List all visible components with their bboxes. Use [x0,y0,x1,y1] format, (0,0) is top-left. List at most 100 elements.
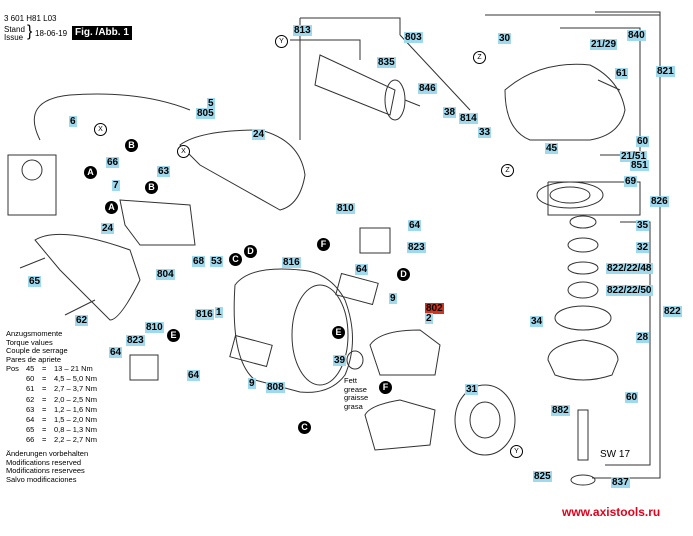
part-label-9-left[interactable]: 9 [248,378,256,389]
connector-z-gear: Z [473,51,486,64]
watermark-url[interactable]: www.axistools.ru [562,505,661,519]
part-label-808[interactable]: 808 [266,382,285,393]
part-label-835[interactable]: 835 [377,57,396,68]
armature [314,54,421,121]
part-label-2[interactable]: 2 [425,313,433,324]
part-label-846[interactable]: 846 [418,83,437,94]
part-label-33[interactable]: 33 [478,127,492,138]
part-label-68[interactable]: 68 [192,256,206,267]
torque-title-es: Pares de apriete [6,354,62,364]
connector-c-coil: C [298,421,311,434]
field-coil-lower [364,399,436,451]
switch [119,199,196,246]
torque-row: 65=0,8 – 1,3 Nm [26,425,97,435]
cover-823-top [359,227,391,254]
connector-d-coil: D [397,268,410,281]
part-label-802[interactable]: 802 [425,303,444,314]
torque-row: 60=4,5 – 5,0 Nm [26,374,97,384]
part-label-814[interactable]: 814 [459,113,478,124]
part-label-821[interactable]: 821 [656,66,675,77]
part-label-63[interactable]: 63 [157,166,171,177]
torque-table: Anzugsmomente Torque values Couple de se… [6,329,97,446]
part-label-64-left[interactable]: 64 [109,347,123,358]
part-label-826[interactable]: 826 [650,196,669,207]
part-label-64-bottom[interactable]: 64 [187,370,201,381]
part-label-34[interactable]: 34 [530,316,544,327]
cover-823-left [129,354,159,381]
connector-z-bearing: Z [501,164,514,177]
part-label-5[interactable]: 5 [207,98,215,109]
part-label-805[interactable]: 805 [196,108,215,119]
part-label-810-left[interactable]: 810 [145,322,164,333]
torque-title-en: Torque values [6,337,53,347]
brush-schematic [7,154,57,216]
part-label-822-22-48[interactable]: 822/22/48 [606,263,653,274]
connector-f-top: F [317,238,330,251]
bearing-flange [547,339,619,381]
part-label-822[interactable]: 822 [663,306,682,317]
part-label-21-51[interactable]: 21/51 [620,151,648,162]
part-label-62[interactable]: 62 [75,315,89,326]
part-label-38[interactable]: 38 [443,107,457,118]
part-label-45[interactable]: 45 [545,143,559,154]
housing-opening [291,284,349,386]
motor-housing [233,268,353,393]
stand-label: Stand [4,25,25,34]
part-label-61[interactable]: 61 [615,68,629,79]
part-label-65[interactable]: 65 [28,276,42,287]
issue-date: 18-06-19 [35,29,68,38]
part-label-813[interactable]: 813 [293,25,312,36]
connector-b-cable: B [125,139,138,152]
part-label-9-right[interactable]: 9 [389,293,397,304]
part-label-7[interactable]: 7 [112,180,120,191]
part-label-53[interactable]: 53 [210,256,224,267]
part-label-60-top[interactable]: 60 [636,136,650,147]
part-label-825[interactable]: 825 [533,471,552,482]
part-label-64-top[interactable]: 64 [408,220,422,231]
handle-top [179,129,306,211]
part-label-24-top[interactable]: 24 [252,129,266,140]
part-label-804[interactable]: 804 [156,269,175,280]
part-label-64-mid[interactable]: 64 [355,264,369,275]
part-label-28[interactable]: 28 [636,332,650,343]
torque-title-fr: Couple de serrage [6,346,68,355]
part-label-31[interactable]: 31 [465,384,479,395]
part-label-851[interactable]: 851 [630,160,649,171]
part-label-66[interactable]: 66 [106,157,120,168]
bevel-gear [536,181,604,209]
part-label-21-29[interactable]: 21/29 [590,39,618,50]
part-label-810-top[interactable]: 810 [336,203,355,214]
spindle [577,409,589,461]
connector-d-switch: D [244,245,257,258]
connector-a-cable: A [84,166,97,179]
part-label-816-left[interactable]: 816 [195,309,214,320]
bracket-822 [605,221,651,466]
part-label-35[interactable]: 35 [636,220,650,231]
part-label-822-22-50[interactable]: 822/22/50 [606,285,653,296]
part-label-803[interactable]: 803 [404,32,423,43]
issue-label: Issue [4,33,24,42]
part-label-39[interactable]: 39 [333,355,347,366]
part-label-823-top[interactable]: 823 [407,242,426,253]
part-label-60-bottom[interactable]: 60 [625,392,639,403]
brace: } [27,23,33,40]
part-label-69[interactable]: 69 [624,176,638,187]
power-cable [33,93,191,141]
part-label-882[interactable]: 882 [551,405,570,416]
gear-housing [504,63,626,141]
connector-b-switch: B [145,181,158,194]
document-number: 3 601 H81 L03 [4,14,57,23]
part-label-32[interactable]: 32 [636,242,650,253]
rear-cover [454,384,516,456]
part-label-30[interactable]: 30 [498,33,512,44]
part-label-24-side[interactable]: 24 [101,223,115,234]
part-label-823-left[interactable]: 823 [126,335,145,346]
part-label-816-top[interactable]: 816 [282,257,301,268]
connector-y-top: Y [275,35,288,48]
part-label-837[interactable]: 837 [611,477,630,488]
part-label-6[interactable]: 6 [69,116,77,127]
part-label-1[interactable]: 1 [215,307,223,318]
part-label-840[interactable]: 840 [627,30,646,41]
wrench-size-label: SW 17 [600,449,631,460]
